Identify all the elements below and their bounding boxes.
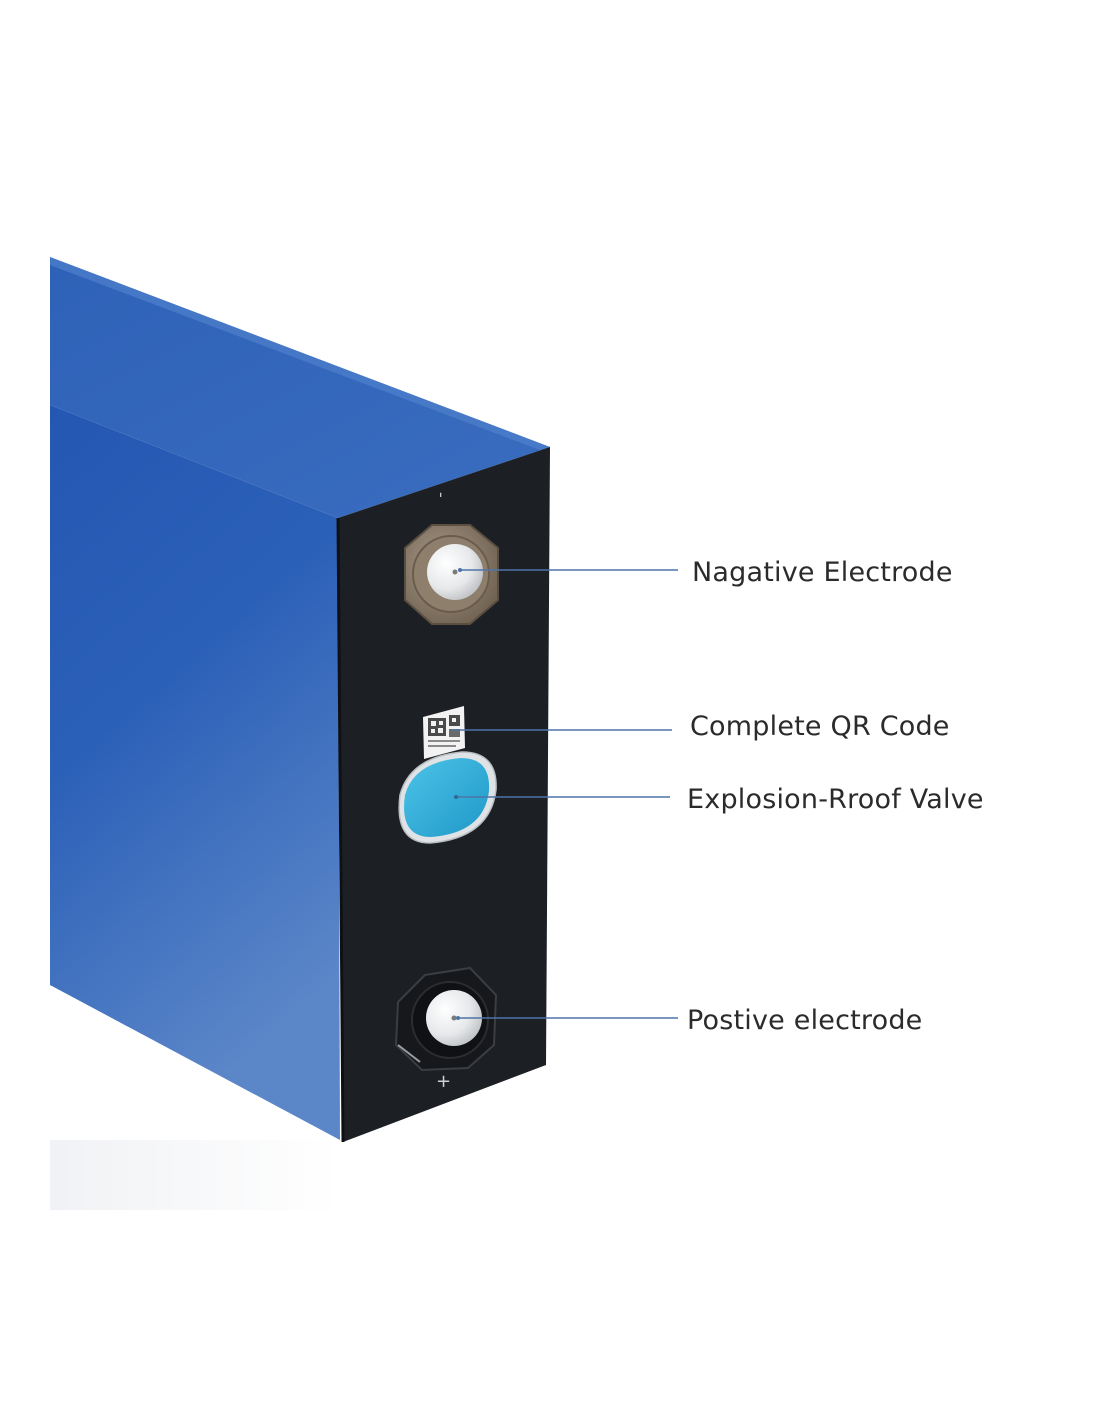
negative-terminal-mark: -: [432, 492, 451, 498]
qr-code-label: [423, 706, 465, 759]
battery-top-highlight: [50, 257, 550, 452]
negative-terminal: [404, 524, 499, 625]
callout-positive-electrode: Postive electrode: [687, 1005, 923, 1036]
battery-side-face: [50, 405, 340, 1140]
end-cap-edge: [336, 517, 345, 1143]
leader-dot-negative: [458, 568, 462, 572]
callout-explosion-valve: Explosion-Rroof Valve: [687, 784, 984, 815]
positive-terminal-mark: +: [436, 1071, 451, 1092]
explosion-proof-valve: [398, 751, 497, 844]
callout-qr-code: Complete QR Code: [690, 711, 950, 742]
callout-negative-electrode: Nagative Electrode: [692, 557, 953, 588]
floor-shadow: [50, 1140, 340, 1210]
leader-dot-positive: [456, 1016, 460, 1020]
positive-terminal: [394, 966, 498, 1072]
battery-top-face: [50, 257, 550, 518]
leader-dot-valve: [454, 795, 458, 799]
